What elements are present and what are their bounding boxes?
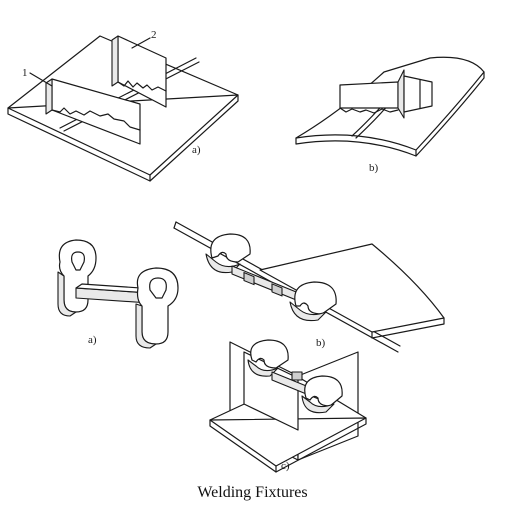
- bottom-panel-b-label: b): [316, 337, 326, 349]
- right-hook-slot: [149, 277, 167, 299]
- spacer-block-2: [271, 283, 283, 297]
- figure-caption: Welding Fixtures: [197, 484, 308, 501]
- callout-leader-2: [131, 37, 151, 49]
- left-hook-slot: [71, 251, 85, 271]
- bottom-panel-c-clamp-on-tee-joint: c): [209, 339, 367, 473]
- callout-2: 2: [151, 29, 157, 41]
- plate-edge-thickness: [7, 94, 239, 182]
- callout-leader-1: [29, 72, 53, 87]
- top-panel-a-label: a): [192, 144, 201, 156]
- bottom-panel-a-double-hook-clamp: a): [57, 239, 179, 349]
- top-panel-b-curved-plates-with-strongback: b): [295, 56, 485, 174]
- bottom-panel-c-label: c): [281, 460, 290, 472]
- bottom-panel-a-label: a): [88, 334, 97, 346]
- left-tee-hook: [250, 339, 289, 369]
- spacer-block-3: [291, 371, 303, 381]
- left-hook-plate: [58, 239, 97, 313]
- curved-strongback: [339, 81, 399, 109]
- bottom-panel-b-clamp-on-plate-edge: b): [173, 221, 445, 353]
- spacer-block-1: [243, 271, 255, 286]
- left-clamp-hook: [210, 233, 251, 263]
- top-panel-a-flat-plates-with-strongbacks: 1 2 a): [7, 29, 239, 182]
- top-panel-b-label: b): [369, 162, 379, 174]
- callout-1: 1: [22, 67, 28, 79]
